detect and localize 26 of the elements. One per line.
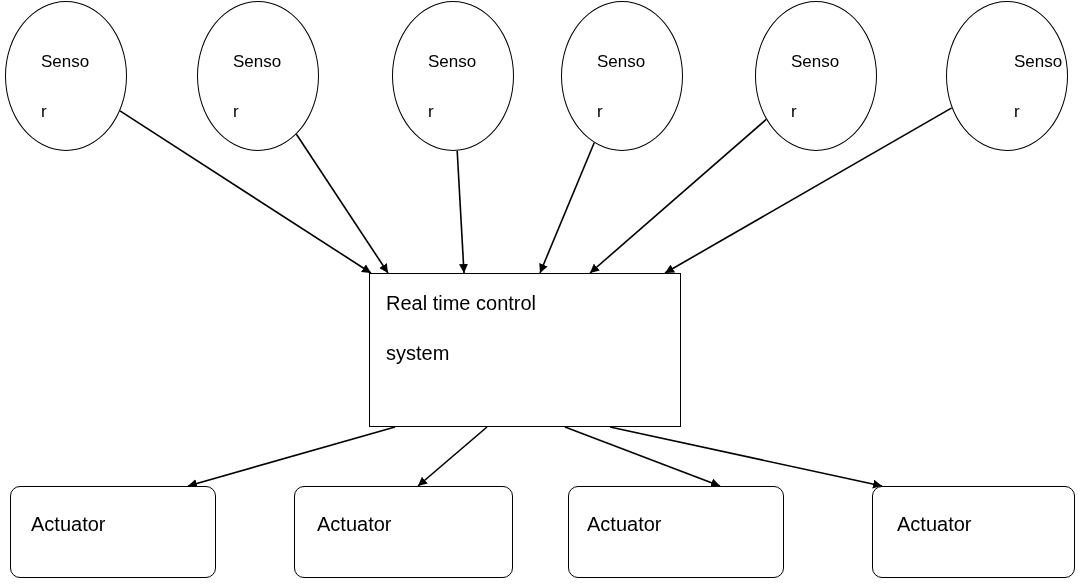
node-label: Senso r — [1014, 51, 1064, 123]
arrow — [119, 110, 372, 274]
arrow — [664, 107, 953, 274]
node-label: Senso r — [597, 51, 647, 123]
process-box — [369, 273, 681, 427]
arrow — [589, 118, 768, 274]
arrow — [295, 133, 389, 274]
node-label: Actuator — [317, 512, 393, 537]
node-label: Senso r — [233, 51, 283, 123]
node-label: Senso r — [428, 51, 478, 123]
arrow — [609, 426, 883, 489]
arrow — [417, 426, 488, 487]
actuator-box — [294, 486, 513, 578]
node-label: Senso r — [41, 51, 91, 123]
actuator-box — [10, 486, 216, 578]
node-label: Actuator — [587, 512, 663, 537]
node-label: Actuator — [897, 512, 973, 537]
node-label: Real time control system — [386, 291, 538, 366]
actuator-box — [568, 486, 784, 578]
arrow — [564, 426, 721, 487]
actuator-box — [872, 486, 1075, 578]
arrow — [456, 150, 468, 274]
node-label: Senso r — [791, 51, 841, 123]
arrow — [539, 141, 595, 274]
node-label: Actuator — [31, 512, 107, 537]
arrow — [187, 426, 396, 488]
